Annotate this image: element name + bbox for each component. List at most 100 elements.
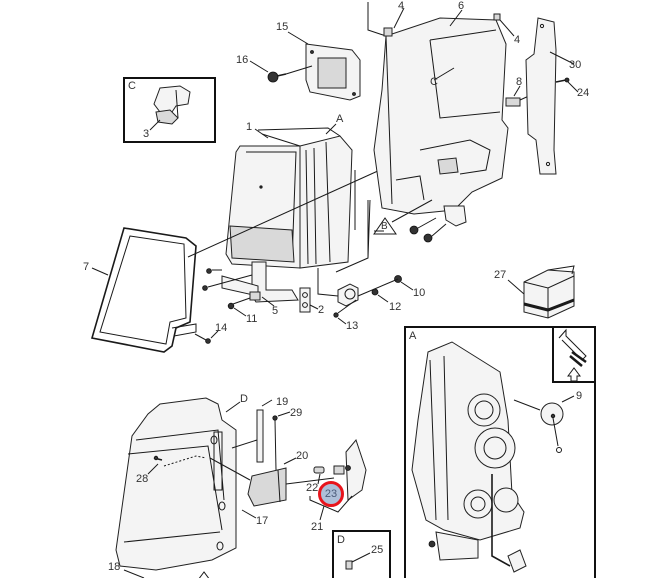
callout-10[interactable]: 10 xyxy=(413,287,426,299)
callout-22[interactable]: 22 xyxy=(306,482,319,494)
leader-24 xyxy=(567,81,579,93)
package-part-27 xyxy=(523,265,575,319)
callout-29[interactable]: 29 xyxy=(290,407,303,419)
callout-25[interactable]: 25 xyxy=(371,544,384,556)
inset-c-label: C xyxy=(128,80,136,92)
actuator-motor xyxy=(317,268,359,307)
lens-part-20 xyxy=(247,467,287,507)
seal-part-19 xyxy=(256,409,264,463)
inset-c-frame xyxy=(123,77,216,143)
leader-a xyxy=(325,123,337,135)
callout-15[interactable]: 15 xyxy=(276,21,289,33)
detail-ref-d: D xyxy=(240,393,248,405)
callout-17[interactable]: 17 xyxy=(256,515,269,527)
leader-25 xyxy=(351,552,371,563)
headlamp-rear-view xyxy=(411,341,527,573)
cover-part-17 xyxy=(115,397,237,571)
screw xyxy=(206,268,212,274)
leader-1 xyxy=(254,128,269,139)
leader-21 xyxy=(319,505,325,521)
screw-part-11 xyxy=(227,297,251,310)
callout-12[interactable]: 12 xyxy=(389,301,402,313)
clip-part-8 xyxy=(505,97,521,107)
screw-part-16 xyxy=(267,71,287,83)
assembly-line xyxy=(209,457,251,481)
bracket-part-5 xyxy=(221,261,299,303)
callout-7[interactable]: 7 xyxy=(83,261,90,273)
bulb-part-22 xyxy=(313,466,325,474)
callout-21[interactable]: 21 xyxy=(311,521,324,533)
leader-20 xyxy=(283,457,297,465)
orientation-arrow-icon xyxy=(558,328,587,382)
bracket-part-30 xyxy=(525,17,557,175)
callout-19[interactable]: 19 xyxy=(276,396,289,408)
callout-9[interactable]: 9 xyxy=(576,390,583,402)
leader-15 xyxy=(287,31,309,45)
callout-4-top[interactable]: 4 xyxy=(398,0,405,12)
inset-a-frame xyxy=(404,326,596,578)
screw-part-14 xyxy=(194,333,211,344)
inset-d-frame xyxy=(332,530,391,578)
leader-12 xyxy=(377,294,389,303)
assembly-line xyxy=(207,274,253,288)
assembly-line xyxy=(285,65,313,75)
leader-2 xyxy=(309,304,319,310)
housing-tab xyxy=(443,205,467,227)
callout-27[interactable]: 27 xyxy=(494,269,507,281)
callout-16[interactable]: 16 xyxy=(236,54,249,66)
leader-30 xyxy=(549,51,575,65)
assembly-line xyxy=(285,477,335,485)
reference-triangle xyxy=(198,571,210,578)
leader-22 xyxy=(317,473,321,485)
screw xyxy=(202,285,208,291)
callout-8[interactable]: 8 xyxy=(516,76,523,88)
callout-5[interactable]: 5 xyxy=(272,305,279,317)
leader-8 xyxy=(513,85,521,97)
inset-d-label: D xyxy=(337,534,345,546)
callout-3[interactable]: 3 xyxy=(143,128,150,140)
leader-3 xyxy=(149,119,161,131)
highlighted-callout-23[interactable]: 23 xyxy=(318,481,344,507)
callout-14[interactable]: 14 xyxy=(215,322,228,334)
leader-d-ref xyxy=(225,401,241,413)
housing-part-6 xyxy=(367,2,509,215)
screw-part-24 xyxy=(555,77,570,83)
reference-b-label: B xyxy=(381,221,388,232)
callout-2[interactable]: 2 xyxy=(318,304,325,316)
leader-14 xyxy=(210,330,219,339)
callout-11[interactable]: 11 xyxy=(246,313,258,325)
callout-23-label: 23 xyxy=(324,488,338,500)
leader-4a xyxy=(393,7,405,29)
callout-1[interactable]: 1 xyxy=(246,121,253,133)
detail-ref-a: A xyxy=(336,113,344,125)
leader-11 xyxy=(233,307,247,317)
assembly-line xyxy=(431,223,447,237)
assembly-line xyxy=(357,278,399,297)
leader-27 xyxy=(507,279,525,295)
inset-a-label: A xyxy=(409,330,417,342)
leader-17 xyxy=(241,509,257,519)
plate-part-2 xyxy=(299,287,311,313)
callout-18[interactable]: 18 xyxy=(108,561,121,573)
detail-ref-c: C xyxy=(430,76,438,88)
leader-19 xyxy=(261,399,273,407)
callout-30[interactable]: 30 xyxy=(569,59,582,71)
headlamp-part-1 xyxy=(225,127,353,269)
leader-28 xyxy=(147,463,159,475)
cap-part-9 xyxy=(540,402,564,453)
screw-part-13 xyxy=(333,299,357,318)
leader-16 xyxy=(249,60,269,73)
callout-4-right[interactable]: 4 xyxy=(514,34,521,46)
callout-13[interactable]: 13 xyxy=(346,320,359,332)
screw xyxy=(409,225,419,235)
leader-18 xyxy=(123,569,145,578)
reference-triangle-b xyxy=(373,217,397,235)
callout-20[interactable]: 20 xyxy=(296,450,309,462)
assembly-line xyxy=(417,217,437,229)
callout-28[interactable]: 28 xyxy=(136,473,149,485)
assembly-line xyxy=(231,439,258,449)
callout-6[interactable]: 6 xyxy=(458,0,465,12)
assembly-line xyxy=(335,199,371,273)
callout-24[interactable]: 24 xyxy=(577,87,590,99)
